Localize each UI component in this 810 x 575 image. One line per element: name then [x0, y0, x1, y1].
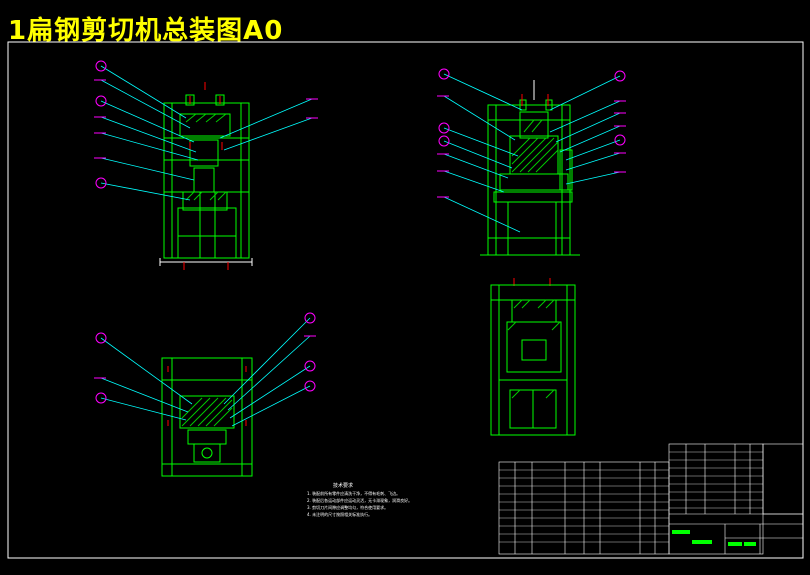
front-view: [159, 94, 253, 266]
section-view-hatch: [507, 299, 561, 399]
tech-note-line: 4. 未注明的尺寸按照相关标准执行。: [307, 512, 373, 517]
tech-note-line: 1. 装配前所有零件应清洗干净，不得有毛刺、飞边。: [307, 491, 401, 496]
leader-lines: [100, 65, 621, 427]
side-view: [480, 80, 580, 256]
bottom-view-markers: [167, 366, 247, 426]
tech-notes-title: 技术要求: [333, 483, 354, 489]
front-view-markers: [183, 82, 229, 270]
part-balloons: [95, 60, 626, 404]
title-block-fills: [672, 530, 756, 546]
bottom-view: [161, 357, 253, 477]
balloon-ticks: [94, 79, 626, 379]
side-view-hatch: [511, 119, 559, 173]
sheet-border: [7, 41, 804, 559]
tech-note-line: 3. 剪切刀片间隙应调整均匀，符合使用要求。: [307, 505, 389, 510]
bottom-view-hatch: [181, 397, 233, 427]
drawing-title: 1扁钢剪切机总装图A0: [8, 16, 284, 46]
parts-list-table: [498, 443, 804, 555]
tech-note-line: 2. 装配后各运动部件应运动灵活，无卡滞现象，润滑良好。: [307, 498, 413, 503]
front-view-hatch: [185, 113, 227, 201]
parts-list-rows: [499, 451, 763, 543]
section-view: [490, 284, 576, 436]
